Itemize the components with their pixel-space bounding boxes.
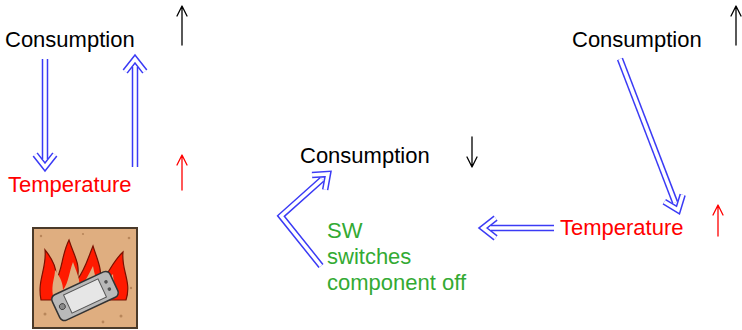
arrow-hollow <box>281 179 322 266</box>
double-arrow-connector <box>281 174 328 266</box>
icon-texture <box>40 233 132 324</box>
icon-background <box>33 228 137 328</box>
trend-up-arrow <box>177 6 187 45</box>
wrap-spacer <box>372 218 477 244</box>
arrow-hollow <box>664 195 682 210</box>
text-node: Consumption <box>5 27 135 53</box>
trend-down-arrow <box>467 137 477 167</box>
phone-body <box>50 270 120 322</box>
node-label: Consumption <box>300 143 430 169</box>
node-label: Temperature <box>560 215 684 241</box>
arrow-hollow <box>312 174 328 190</box>
text-node: Consumption <box>300 143 430 169</box>
arrow-hollow <box>43 59 47 159</box>
arrow-outline <box>620 59 675 203</box>
node-label: SW switches component off <box>327 218 477 296</box>
arrow-outline <box>42 59 49 159</box>
arrow-hollow <box>483 218 496 238</box>
trend-up-arrow <box>713 205 723 236</box>
arrow-hollow <box>125 59 145 72</box>
text-node: Temperature <box>560 215 684 241</box>
arrow-hollow <box>133 67 137 167</box>
double-arrow-connector <box>35 59 55 167</box>
double-arrow-connector <box>125 59 145 167</box>
node-label: Temperature <box>8 172 132 198</box>
text-node: Temperature <box>8 172 132 198</box>
arrow-hollow <box>491 226 554 230</box>
trend-up-arrow <box>731 6 741 45</box>
burning-phone-icon <box>33 228 137 328</box>
arrow-outline <box>281 179 322 266</box>
phone <box>50 270 120 322</box>
phone-button <box>107 287 112 292</box>
phone-button <box>104 279 109 284</box>
arrow-outline <box>132 67 139 167</box>
node-label: Consumption <box>5 27 135 53</box>
text-node: SW switches component off <box>327 218 477 296</box>
double-arrow-connector <box>483 218 554 238</box>
arrow-hollow <box>35 154 55 167</box>
trend-up-arrow <box>177 155 187 190</box>
text-node: Consumption <box>572 27 702 53</box>
arrow-hollow <box>620 59 675 203</box>
arrow-outline <box>491 225 554 232</box>
phone-screen <box>64 279 107 313</box>
double-arrow-connector <box>620 59 683 210</box>
phone-button <box>58 303 66 311</box>
node-label: Consumption <box>572 27 702 53</box>
